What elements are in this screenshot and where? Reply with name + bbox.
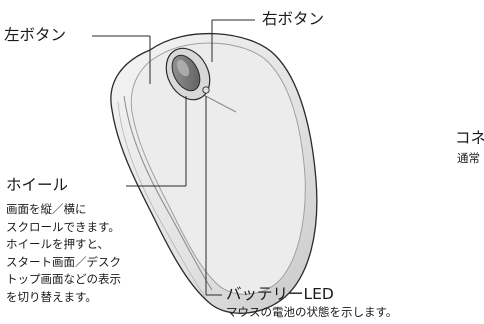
wheel-desc-line: スクロールできます。 (6, 219, 120, 234)
mouse-top-surface (130, 42, 306, 295)
connector-label-partial: コネ (455, 129, 484, 147)
side-groove (123, 95, 213, 291)
wheel-desc-line: 画面を縦／横に (6, 202, 87, 216)
left-button-label: 左ボタン (4, 26, 67, 44)
wheel-desc-line: トップ画面などの表示 (6, 272, 121, 286)
battery-led-label: バッテリーLED (226, 285, 334, 303)
right-button-label: 右ボタン (262, 10, 325, 28)
connector-description-partial: 通常 (457, 151, 480, 165)
wheel-desc-line: ホイールを押すと、 (6, 237, 110, 251)
wheel-desc-line: スタート画面／デスク (6, 254, 121, 269)
wheel-desc-line: を切り替えます。 (6, 289, 97, 304)
battery-led-description: マウスの電池の状態を示します。 (226, 305, 398, 319)
wheel-description: 画面を縦／横にスクロールできます。ホイールを押すと、スタート画面／デスクトップ画… (6, 201, 121, 306)
wheel-label: ホイール (6, 176, 69, 194)
battery-led-indicator (202, 86, 210, 94)
